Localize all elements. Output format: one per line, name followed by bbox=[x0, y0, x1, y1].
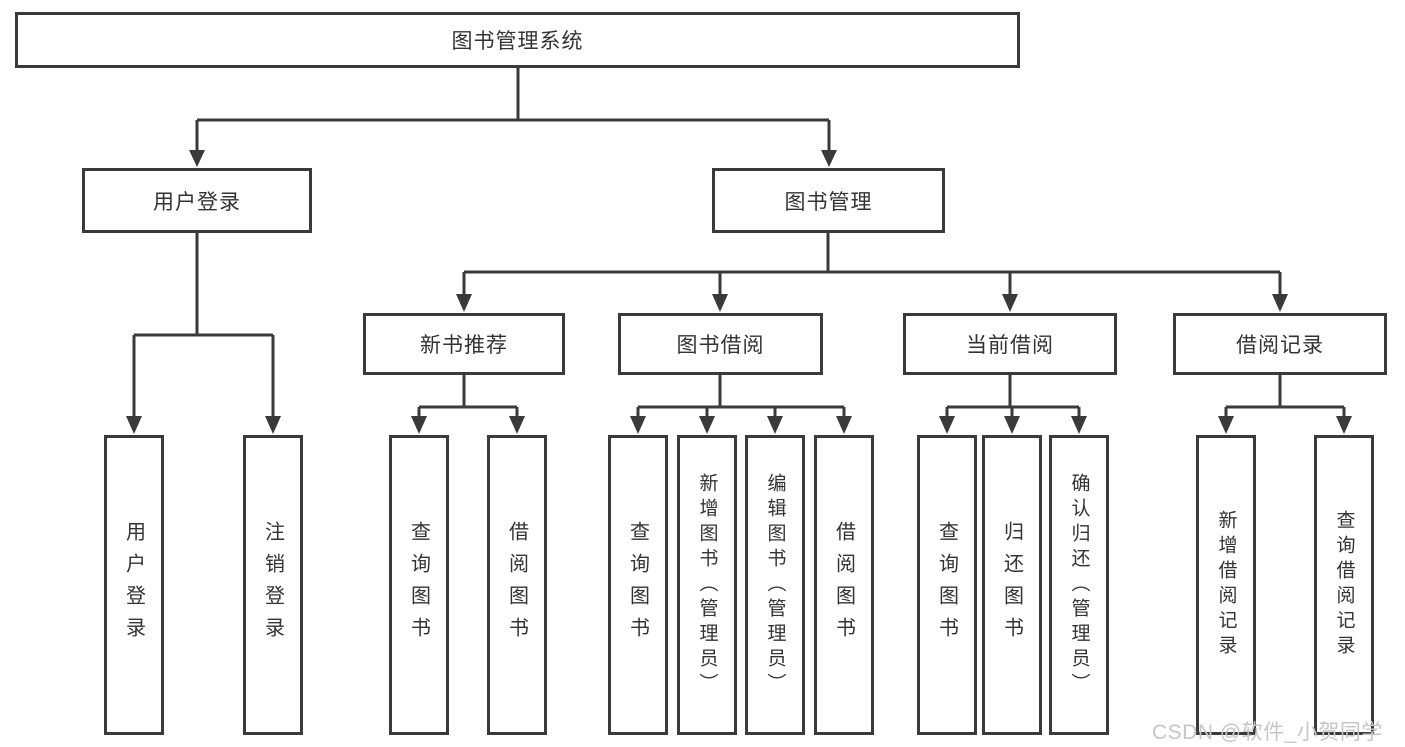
leaf-recommend-query-book-label: 查询图书 bbox=[407, 521, 430, 649]
leaf-borrowing-query-book-label: 查询图书 bbox=[626, 521, 649, 649]
leaf-user-login: 用户登录 bbox=[104, 435, 164, 735]
leaf-borrowing-query-book: 查询图书 bbox=[608, 435, 668, 735]
node-current-borrowing: 当前借阅 bbox=[903, 313, 1117, 375]
leaf-logout: 注销登录 bbox=[243, 435, 303, 735]
node-library-management-system-label: 图书管理系统 bbox=[451, 30, 584, 53]
node-book-borrowing: 图书借阅 bbox=[618, 313, 823, 375]
node-new-book-recommend-label: 新书推荐 bbox=[420, 334, 508, 357]
leaf-query-borrow-record: 查询借阅记录 bbox=[1314, 435, 1374, 735]
leaf-add-borrow-record: 新增借阅记录 bbox=[1196, 435, 1256, 735]
leaf-recommend-borrow-book-label: 借阅图书 bbox=[505, 521, 528, 649]
leaf-add-borrow-record-label: 新增借阅记录 bbox=[1215, 510, 1237, 660]
leaf-add-book-admin: 新增图书（管理员） bbox=[677, 435, 737, 735]
leaf-borrow-book-label: 借阅图书 bbox=[832, 521, 855, 649]
node-borrowing-records: 借阅记录 bbox=[1173, 313, 1387, 375]
node-borrowing-records-label: 借阅记录 bbox=[1236, 334, 1324, 357]
leaf-borrow-book: 借阅图书 bbox=[814, 435, 874, 735]
leaf-return-book-label: 归还图书 bbox=[1000, 521, 1023, 649]
leaf-confirm-return-admin: 确认归还（管理员） bbox=[1049, 435, 1109, 735]
node-book-management-label: 图书管理 bbox=[784, 190, 873, 214]
leaf-edit-book-admin-label: 编辑图书（管理员） bbox=[764, 472, 786, 698]
leaf-recommend-borrow-book: 借阅图书 bbox=[487, 435, 547, 735]
leaf-edit-book-admin: 编辑图书（管理员） bbox=[745, 435, 805, 735]
leaf-user-login-label: 用户登录 bbox=[122, 521, 145, 649]
node-current-borrowing-label: 当前借阅 bbox=[966, 334, 1054, 357]
node-book-management: 图书管理 bbox=[712, 168, 945, 233]
node-new-book-recommend: 新书推荐 bbox=[363, 313, 565, 375]
node-book-borrowing-label: 图书借阅 bbox=[676, 334, 765, 357]
leaf-current-query-book-label: 查询图书 bbox=[935, 521, 958, 649]
leaf-add-book-admin-label: 新增图书（管理员） bbox=[696, 472, 718, 698]
leaf-confirm-return-admin-label: 确认归还（管理员） bbox=[1068, 472, 1090, 698]
leaf-current-query-book: 查询图书 bbox=[917, 435, 977, 735]
node-library-management-system: 图书管理系统 bbox=[15, 12, 1020, 68]
leaf-return-book: 归还图书 bbox=[982, 435, 1042, 735]
node-user-login-label: 用户登录 bbox=[153, 190, 241, 214]
leaf-logout-label: 注销登录 bbox=[261, 521, 284, 649]
csdn-watermark: CSDN @软件_小贺同学 bbox=[1152, 721, 1383, 744]
node-user-login: 用户登录 bbox=[82, 168, 312, 233]
leaf-recommend-query-book: 查询图书 bbox=[389, 435, 449, 735]
leaf-query-borrow-record-label: 查询借阅记录 bbox=[1333, 510, 1355, 660]
